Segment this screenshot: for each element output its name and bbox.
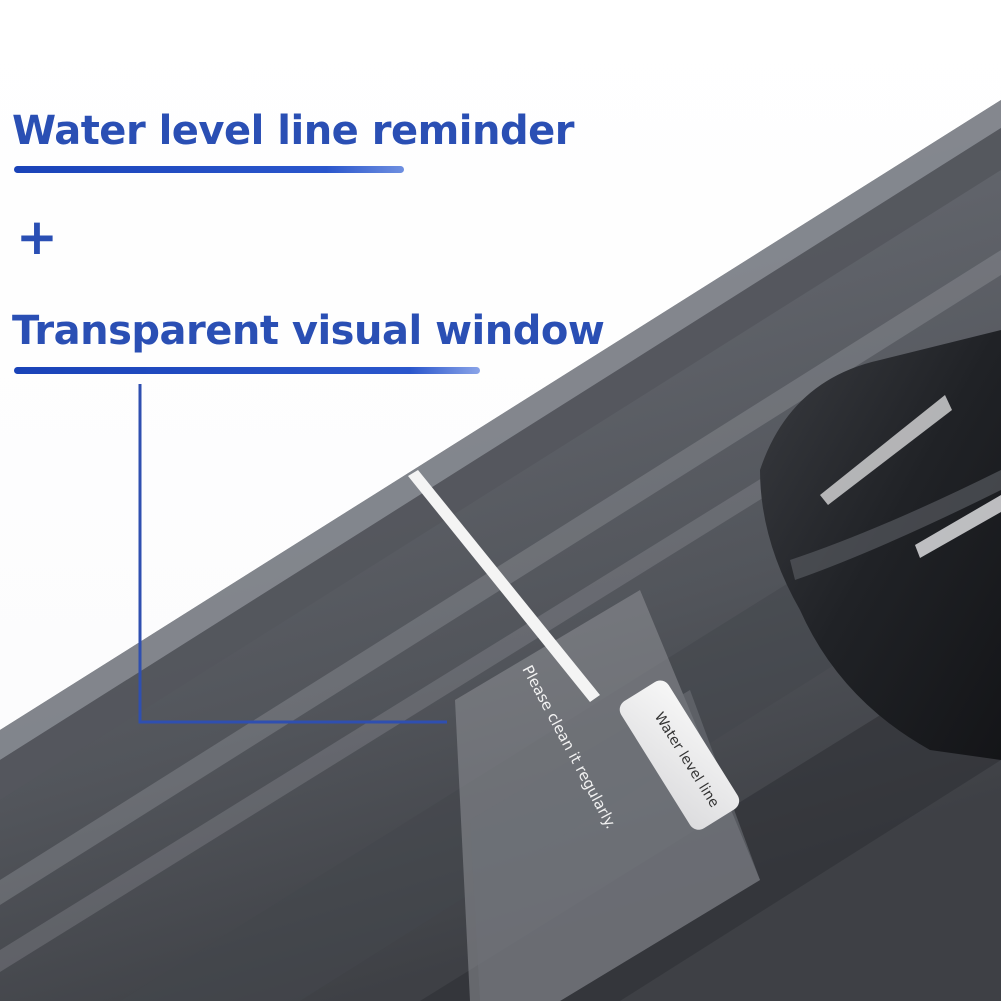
plus-sign: + <box>16 208 58 266</box>
tank-rim-highlight <box>0 100 1001 760</box>
headline-underline <box>14 367 480 374</box>
water-level-tab <box>619 680 740 830</box>
tank-rim-shadow <box>0 128 1001 800</box>
cap-ring <box>790 470 1001 580</box>
cap-highlight <box>820 395 952 505</box>
cap-highlight <box>915 495 1001 558</box>
headline-water-level: Water level line reminder <box>12 108 574 154</box>
reflection-band <box>0 330 1001 972</box>
water-level-line <box>408 470 600 702</box>
headline-visual-window: Transparent visual window <box>12 308 605 354</box>
callout-line <box>138 384 447 724</box>
headline-underline <box>14 166 404 173</box>
